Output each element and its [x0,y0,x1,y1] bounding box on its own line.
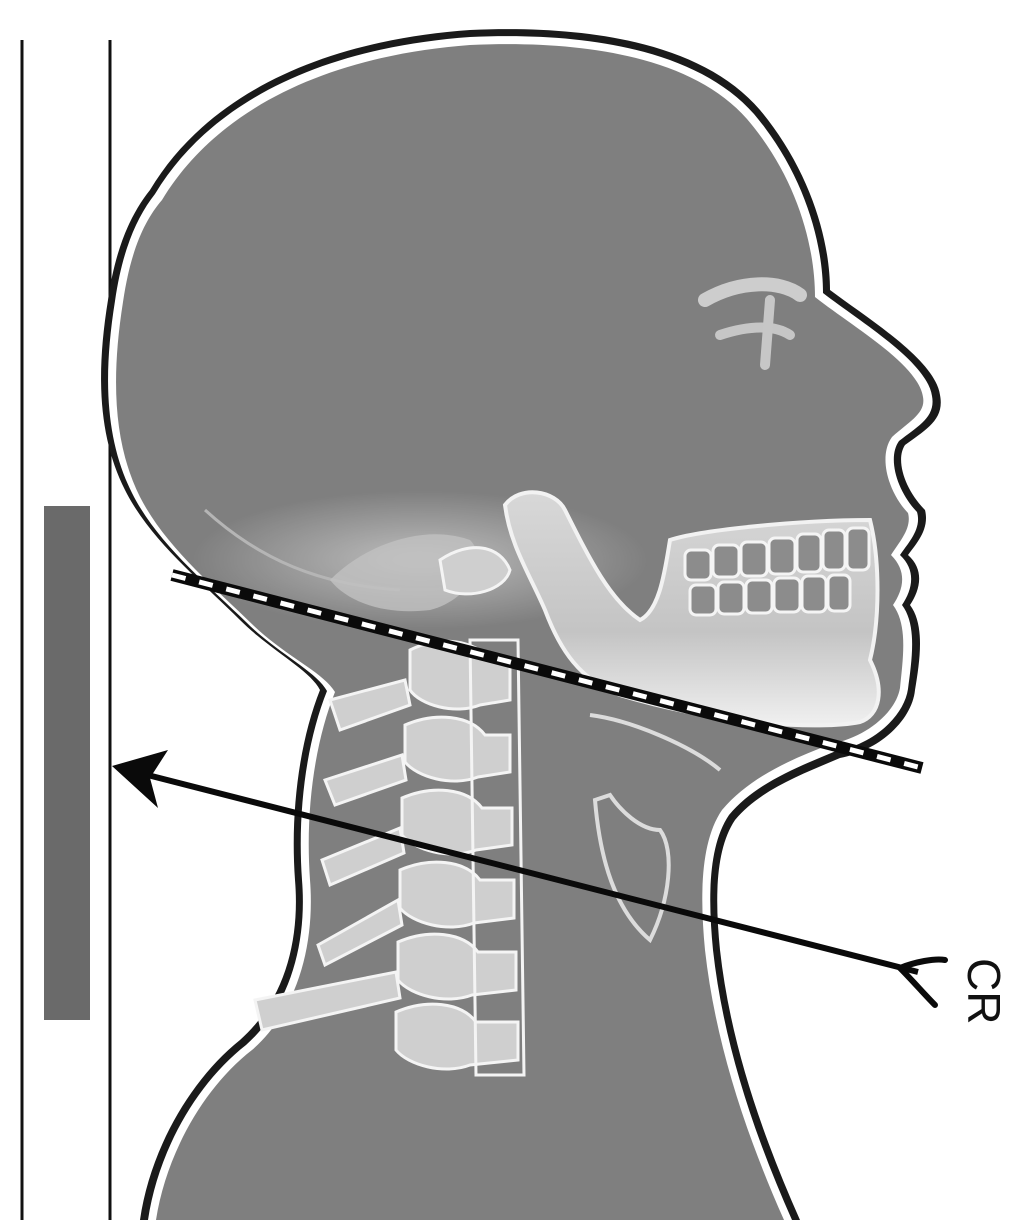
ray-tail-icon [900,959,945,1005]
tooth [769,538,795,574]
central-ray-label: CR [958,958,1010,1024]
tooth [797,534,821,572]
cheek-bone [765,300,770,365]
tooth [847,528,869,570]
tooth [741,542,767,576]
tooth [718,582,744,614]
tooth [802,576,826,612]
tooth [828,575,850,611]
tooth [823,530,845,570]
tooth [746,580,772,613]
tooth [774,578,800,612]
tooth [685,550,711,580]
image-receptor-bar [44,506,90,1020]
tooth [690,585,716,615]
receptor-stand [22,40,110,1220]
tooth [713,545,739,577]
